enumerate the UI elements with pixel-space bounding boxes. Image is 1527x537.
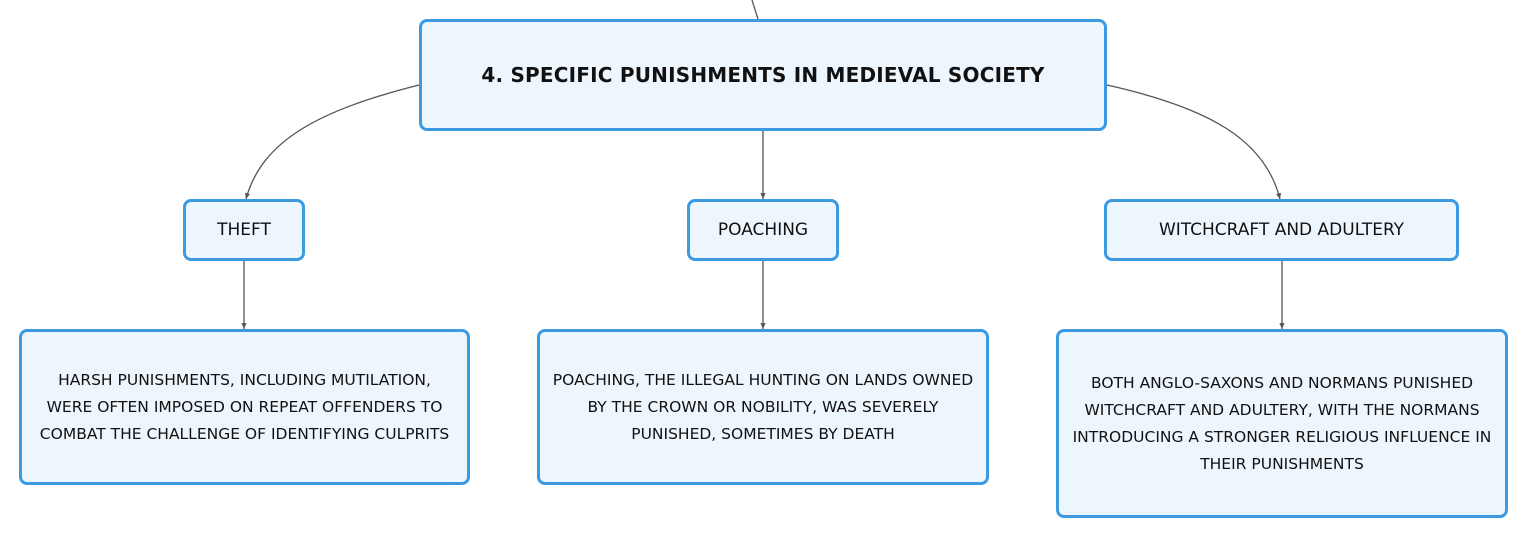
- detail-node-poaching[interactable]: POACHING, THE ILLEGAL HUNTING ON LANDS O…: [537, 329, 989, 485]
- root-node[interactable]: 4. SPECIFIC PUNISHMENTS IN MEDIEVAL SOCI…: [419, 19, 1107, 131]
- detail-node-text: BOTH ANGLO-SAXONS AND NORMANS PUNISHED W…: [1072, 373, 1492, 473]
- detail-node-theft[interactable]: HARSH PUNISHMENTS, INCLUDING MUTILATION,…: [19, 329, 470, 485]
- topic-node-label: THEFT: [217, 220, 271, 240]
- detail-node-text: POACHING, THE ILLEGAL HUNTING ON LANDS O…: [552, 370, 974, 443]
- connector-root-to-theft: [245, 84, 420, 200]
- connector-parent-to-root: [751, 0, 759, 20]
- topic-node-label: POACHING: [717, 220, 809, 240]
- connector-root-to-witchcraft: [1106, 84, 1282, 200]
- topic-node-theft[interactable]: THEFT: [183, 199, 305, 261]
- topic-node-witchcraft-and-adultery[interactable]: WITCHCRAFT AND ADULTERY: [1104, 199, 1459, 261]
- detail-node-text: HARSH PUNISHMENTS, INCLUDING MUTILATION,…: [39, 370, 450, 443]
- root-node-label: 4. SPECIFIC PUNISHMENTS IN MEDIEVAL SOCI…: [481, 63, 1045, 87]
- topic-node-label: WITCHCRAFT AND ADULTERY: [1158, 220, 1405, 240]
- detail-node-witchcraft-and-adultery[interactable]: BOTH ANGLO-SAXONS AND NORMANS PUNISHED W…: [1056, 329, 1508, 518]
- topic-node-poaching[interactable]: POACHING: [687, 199, 839, 261]
